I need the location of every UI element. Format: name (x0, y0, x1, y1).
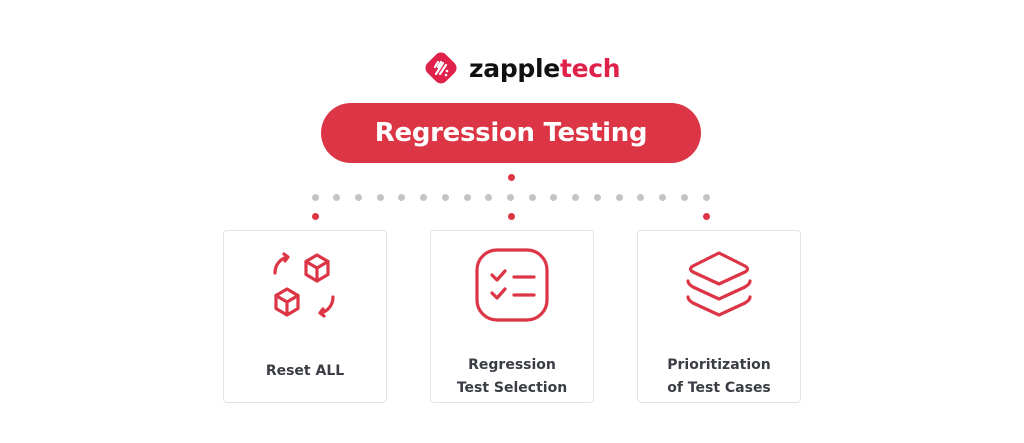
card-label-line2: of Test Cases (667, 380, 771, 396)
card-reset-all: Reset ALL (223, 230, 387, 403)
connector-dot (311, 193, 319, 201)
connector-dot (659, 193, 667, 201)
connector-dot (507, 193, 514, 201)
connector-dot (420, 193, 428, 201)
connector-dot (333, 193, 341, 201)
brand-name: zappletech (469, 53, 621, 83)
checklist-icon (475, 248, 549, 322)
connector-dot (680, 193, 688, 201)
card-label-line2: Test Selection (456, 380, 568, 396)
cubes-refresh-icon (273, 252, 335, 318)
connector-dot (615, 193, 623, 201)
connector-dot (702, 193, 710, 201)
zappletech-logo-icon (425, 52, 457, 84)
connector-dot (398, 193, 406, 201)
page-title: Regression Testing (321, 103, 701, 163)
connector-dot-red (507, 173, 515, 181)
connector-dot (485, 193, 493, 201)
logo: zappletech (423, 48, 621, 88)
card-prioritization: Prioritization of Test Cases (637, 230, 801, 403)
connector-dot (376, 193, 384, 201)
card-label: Regression (468, 357, 556, 373)
connector-dot-red (702, 212, 710, 220)
connector-dot (572, 193, 580, 201)
card-label: Reset ALL (265, 363, 345, 379)
card-regression-test-selection: Regression Test Selection (430, 230, 594, 403)
connector-dot (528, 193, 536, 201)
connector-dot (593, 193, 601, 201)
connector-dot (441, 193, 449, 201)
connector-dot (637, 193, 645, 201)
connector-dot-red (311, 212, 319, 220)
connector-dot (354, 193, 362, 201)
card-label: Prioritization (667, 357, 771, 373)
connector-dot-red (507, 212, 515, 220)
connector-dot (463, 193, 471, 201)
connector-dot (550, 193, 558, 201)
layers-stack-icon (686, 251, 752, 317)
